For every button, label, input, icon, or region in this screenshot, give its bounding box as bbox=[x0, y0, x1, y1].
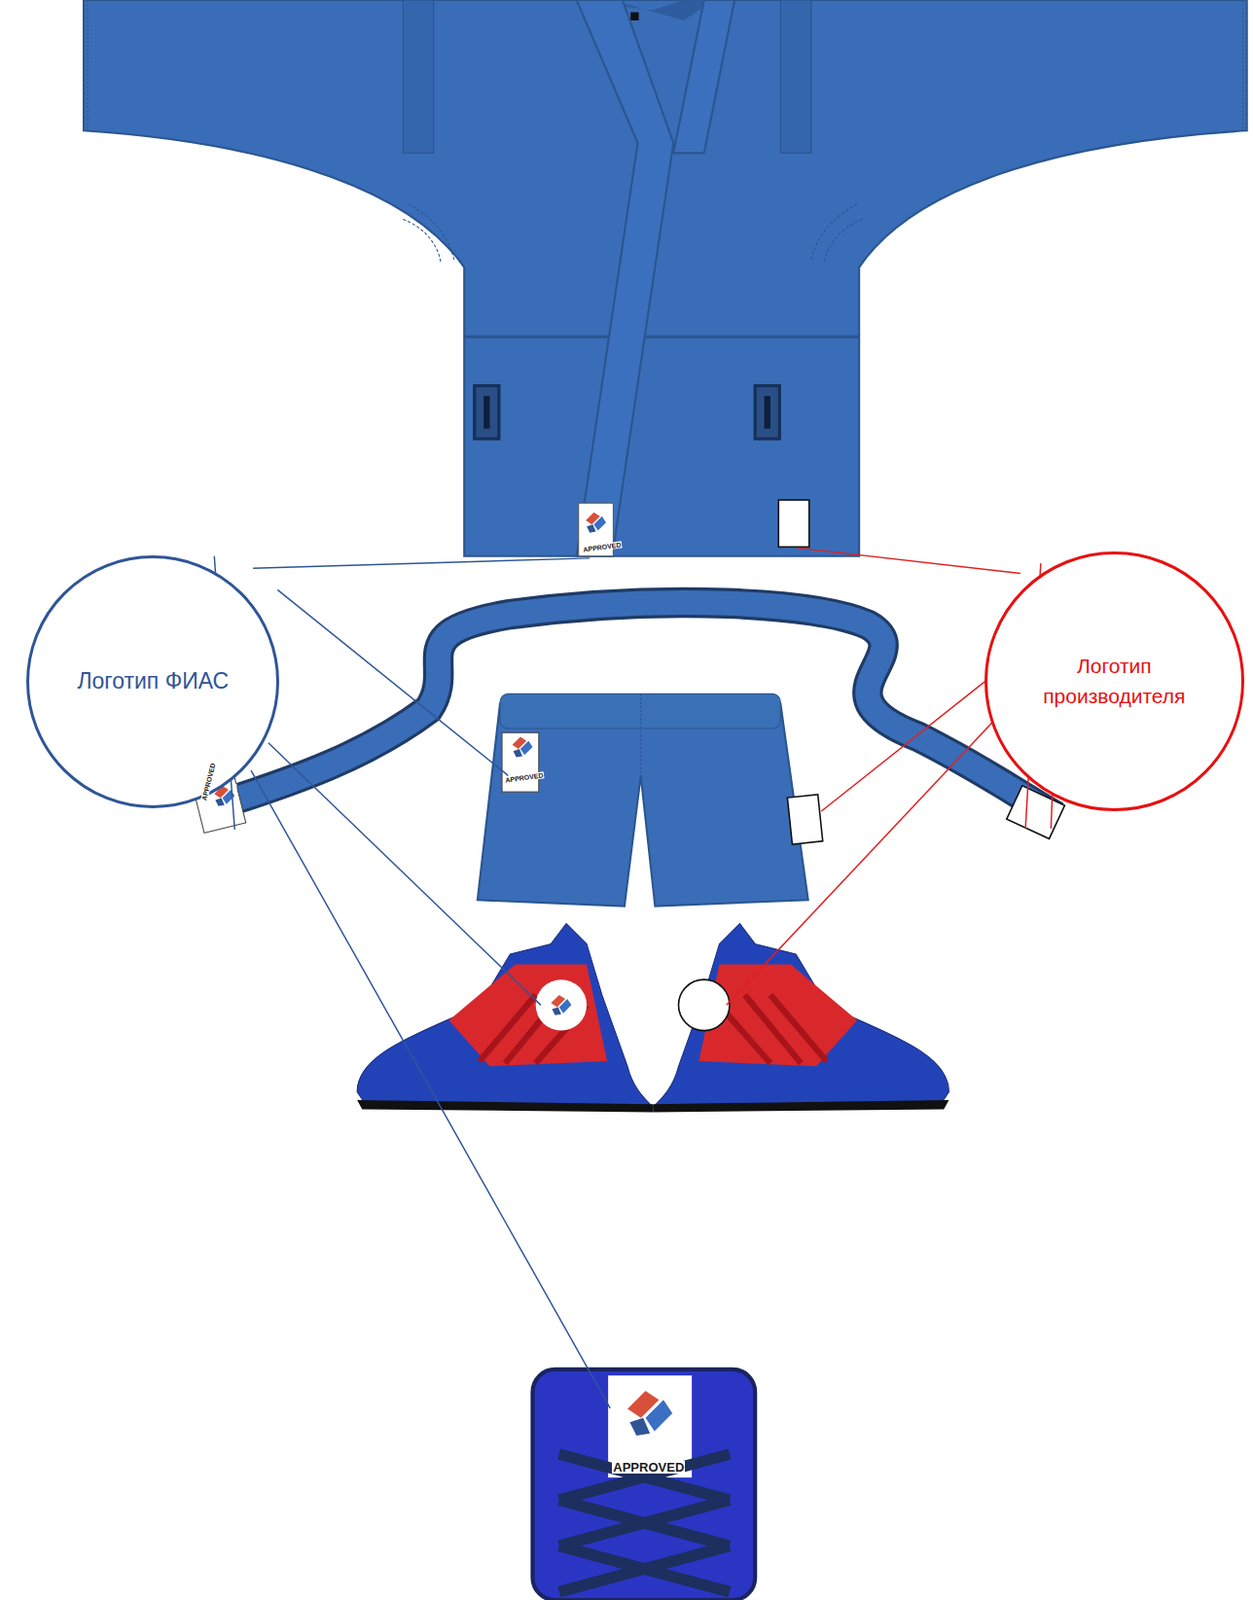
shorts bbox=[477, 693, 824, 906]
jacket bbox=[83, 0, 1248, 557]
maker-logo-circle: Логотип производителя bbox=[984, 551, 1244, 811]
leader-lines bbox=[214, 547, 1062, 1408]
fias-logo-circle: Логотип ФИАС bbox=[26, 555, 280, 809]
shoes bbox=[357, 923, 949, 1112]
approved-mark: APPROVED bbox=[611, 1461, 685, 1474]
insole bbox=[533, 1369, 756, 1600]
callout-text: Логотип ФИАС bbox=[59, 665, 247, 698]
callout-text: Логотип производителя bbox=[987, 651, 1241, 712]
